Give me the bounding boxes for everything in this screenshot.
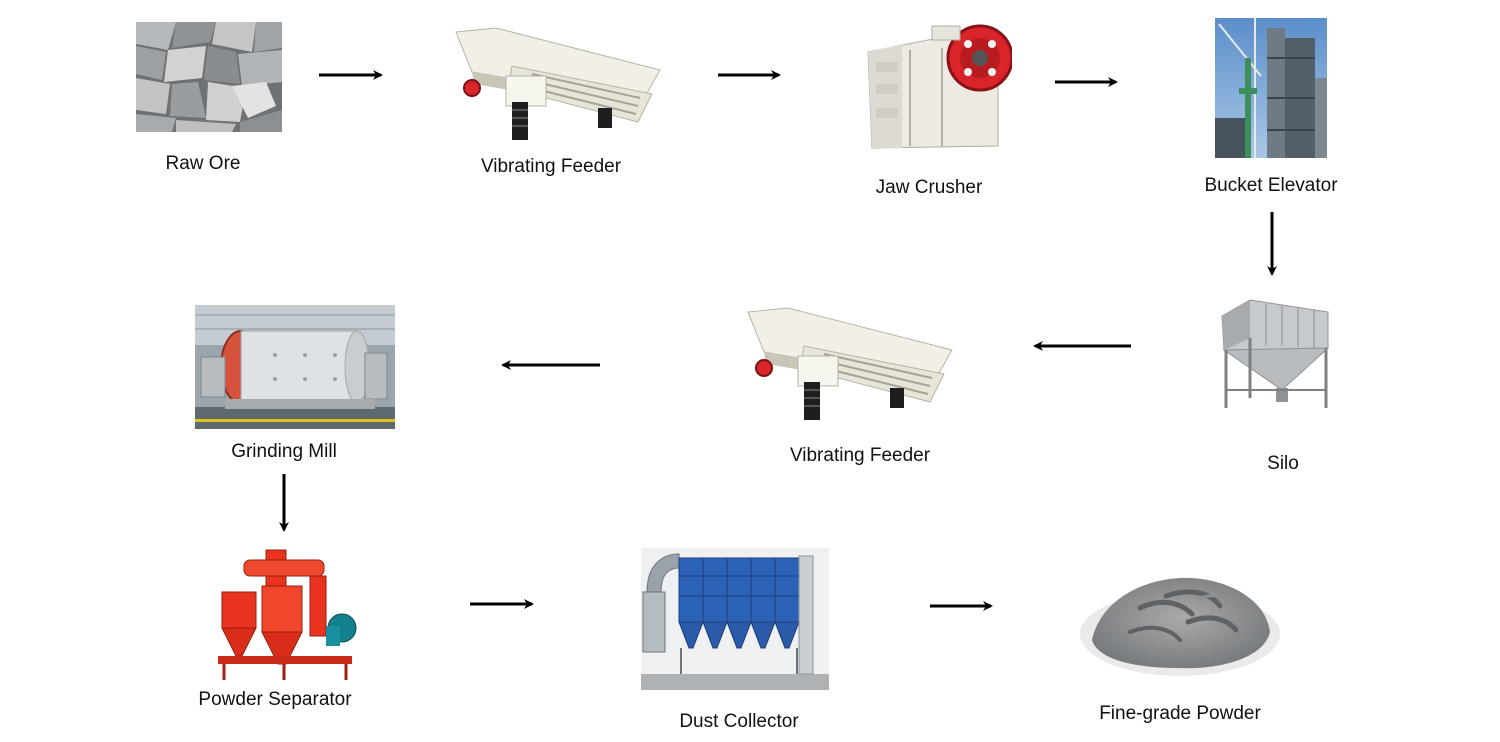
vibrating-feeder-2-image	[744, 306, 954, 424]
grinding-mill-image	[195, 305, 395, 429]
powder-separator-image	[214, 546, 358, 682]
vibrating-feeder-1-label: Vibrating Feeder	[480, 156, 622, 177]
grinding-mill-label: Grinding Mill	[231, 441, 337, 462]
jaw-crusher-label: Jaw Crusher	[875, 177, 983, 198]
vibrating-feeder-1-image	[452, 26, 662, 144]
bucket-elevator-image	[1215, 18, 1327, 158]
bucket-elevator-label: Bucket Elevator	[1204, 175, 1338, 196]
fine-grade-powder-label: Fine-grade Powder	[1099, 703, 1261, 724]
jaw-crusher-image	[862, 14, 1012, 152]
powder-separator-label: Powder Separator	[198, 689, 352, 710]
raw-ore-label: Raw Ore	[165, 153, 241, 174]
dust-collector-image	[641, 548, 829, 690]
dust-collector-label: Dust Collector	[679, 711, 799, 732]
silo-label: Silo	[1267, 453, 1299, 474]
raw-ore-image	[136, 22, 282, 132]
vibrating-feeder-2-label: Vibrating Feeder	[789, 445, 931, 466]
fine-grade-powder-image	[1070, 562, 1288, 686]
silo-image	[1216, 298, 1332, 424]
